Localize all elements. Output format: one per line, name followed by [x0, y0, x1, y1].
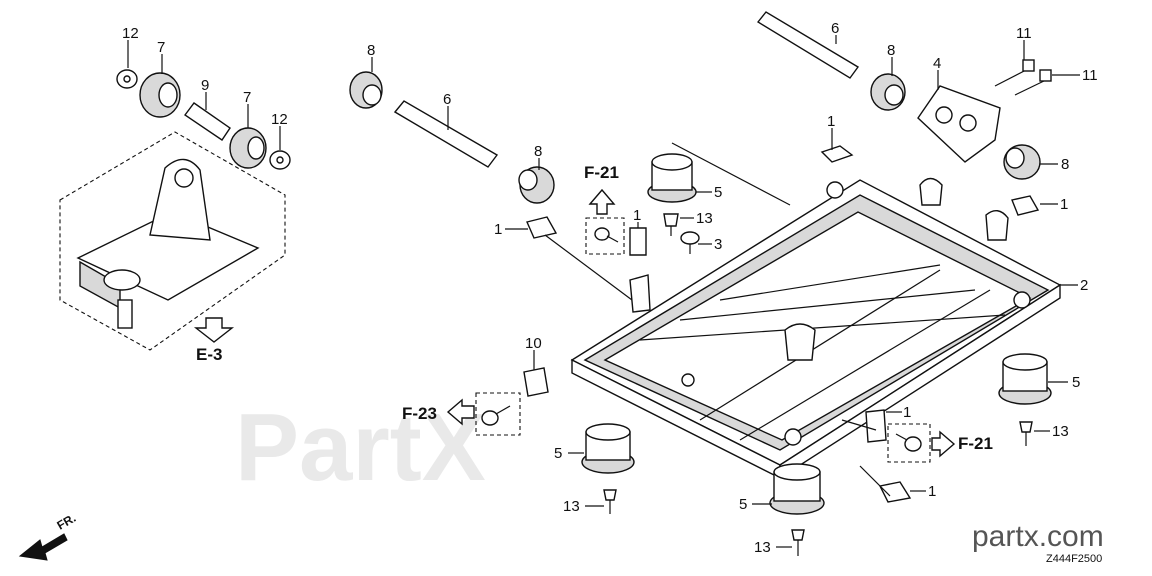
bolt-top-box [594, 227, 619, 243]
callout-9: 9 [201, 77, 209, 94]
mount-5-right [998, 353, 1052, 405]
engine-bracket-assembly [59, 131, 286, 351]
callout-3: 3 [714, 236, 722, 253]
bolt-box-right [887, 423, 931, 463]
callout-13-top: 13 [696, 210, 713, 227]
bolt-13-lower-left [603, 489, 617, 514]
callout-1-bottom-right: 1 [928, 483, 936, 500]
callout-8-right: 8 [1061, 156, 1069, 173]
washer-12-left [116, 69, 138, 89]
callout-1-lower-right: 1 [903, 404, 911, 421]
pipe-6-left [393, 100, 499, 168]
callout-6-right: 6 [831, 20, 839, 37]
callout-13-bottom: 13 [754, 539, 771, 556]
callout-5-right: 5 [1072, 374, 1080, 391]
callout-7-left: 7 [157, 39, 165, 56]
nut-10 [523, 367, 549, 397]
ref-label-f23: F-23 [402, 404, 437, 423]
callout-numbers: 12 7 9 7 12 8 6 8 6 8 4 11 11 1 5 13 3 1… [122, 20, 1098, 556]
callout-7-right: 7 [243, 89, 251, 106]
clip-1-centre [629, 227, 647, 256]
callout-12-left: 12 [122, 25, 139, 42]
callout-13-lower-left: 13 [563, 498, 580, 515]
bolt-13-bottom [791, 529, 805, 556]
watermark: PartX [235, 394, 486, 501]
callout-1-upper: 1 [827, 113, 835, 130]
bracket-4 [917, 85, 1001, 163]
brand-label: partx.com [972, 520, 1104, 553]
callout-8-centre: 8 [534, 143, 542, 160]
callout-5-top: 5 [714, 184, 722, 201]
callout-13-right: 13 [1052, 423, 1069, 440]
mount-8-right [1003, 144, 1041, 180]
front-direction-arrow: FR. [18, 511, 79, 561]
callout-1-right: 1 [1060, 196, 1068, 213]
ref-arrow-f23 [446, 398, 475, 426]
bolt-box-top [585, 217, 625, 255]
washer-12-right [269, 150, 291, 170]
clip-1-right [1011, 195, 1040, 216]
diagram-code: Z444F2500 [1046, 553, 1102, 565]
ref-arrow-f21-top [588, 188, 616, 215]
callout-2: 2 [1080, 277, 1088, 294]
pipe-6-right [756, 11, 860, 79]
front-label: FR. [55, 511, 79, 533]
leader-lines [127, 35, 1080, 548]
callout-4: 4 [933, 55, 941, 72]
callout-8-top-left: 8 [367, 42, 375, 59]
bolt-left-box [481, 405, 511, 426]
bolt-11-upper [994, 59, 1035, 87]
bushing-7-right [229, 127, 267, 169]
callout-10: 10 [525, 335, 542, 352]
mount-5-lower-left [581, 423, 635, 474]
bolt-11-lower [1014, 69, 1052, 96]
callout-12-right: 12 [271, 111, 288, 128]
bolt-right-box [895, 433, 922, 452]
callout-5-lower-left: 5 [554, 445, 562, 462]
clip-1-left [526, 216, 558, 239]
callout-5-bottom: 5 [739, 496, 747, 513]
bolt-box-left [475, 392, 521, 436]
mount-8-centre [518, 166, 555, 204]
clip-1-upper [820, 145, 854, 163]
ref-arrow-f21-right [931, 430, 956, 458]
ref-arrow-e3 [193, 317, 235, 343]
callout-1-centre: 1 [633, 207, 641, 224]
callout-6-left: 6 [443, 91, 451, 108]
mount-8-top-left [349, 71, 383, 109]
bolt-3 [680, 231, 700, 254]
bolt-13-top [663, 213, 679, 236]
mount-5-top [647, 153, 697, 203]
callout-11-upper: 11 [1016, 25, 1032, 42]
bolt-13-right [1019, 421, 1033, 446]
mount-8-top-right [870, 73, 906, 111]
clip-1-lower-right [865, 409, 887, 443]
ref-label-f21-top: F-21 [584, 163, 619, 182]
clip-1-bottom-right [878, 481, 912, 503]
mount-5-bottom [769, 463, 825, 515]
collar-9 [183, 102, 231, 141]
bushing-7-left [139, 72, 181, 118]
ref-label-e3: E-3 [196, 345, 222, 364]
callout-1-left: 1 [494, 221, 502, 238]
callout-8-top-right: 8 [887, 42, 895, 59]
ref-label-f21-right: F-21 [958, 434, 993, 453]
frame-2 [570, 177, 1062, 480]
callout-11-lower: 11 [1082, 67, 1098, 84]
